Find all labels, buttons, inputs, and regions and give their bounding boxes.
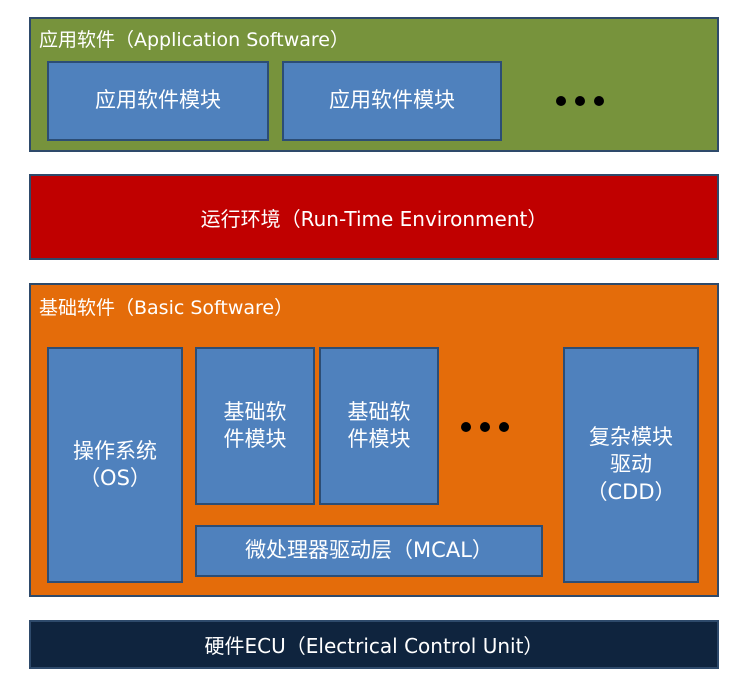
rte-layer: 运行环境（Run-Time Environment） xyxy=(29,174,719,260)
application-module-1: 应用软件模块 xyxy=(47,61,269,141)
hardware-ecu-title: 硬件ECU（Electrical Control Unit） xyxy=(204,634,544,658)
basic-module-2-label: 基础软 件模块 xyxy=(347,400,411,452)
mcal-module-label: 微处理器驱动层（MCAL） xyxy=(245,538,493,563)
mcal-module: 微处理器驱动层（MCAL） xyxy=(195,525,543,577)
cdd-module: 复杂模块 驱动 （CDD） xyxy=(563,347,699,583)
basic-software-title: 基础软件（Basic Software） xyxy=(39,297,294,319)
basic-software-layer: 基础软件（Basic Software） 操作系统 （OS） 基础软 件模块 基… xyxy=(29,283,719,597)
basic-more-dots xyxy=(461,422,509,432)
application-module-2-label: 应用软件模块 xyxy=(329,88,455,113)
basic-module-1-label: 基础软 件模块 xyxy=(223,400,287,452)
application-more-dots xyxy=(556,96,604,106)
cdd-module-label: 复杂模块 驱动 （CDD） xyxy=(586,425,676,504)
application-module-1-label: 应用软件模块 xyxy=(95,88,221,113)
os-module-label: 操作系统 （OS） xyxy=(73,438,157,490)
os-module: 操作系统 （OS） xyxy=(47,347,183,583)
application-module-2: 应用软件模块 xyxy=(282,61,502,141)
basic-module-1: 基础软 件模块 xyxy=(195,347,315,505)
application-software-layer: 应用软件（Application Software） 应用软件模块 应用软件模块 xyxy=(29,17,719,152)
rte-title: 运行环境（Run-Time Environment） xyxy=(200,206,548,231)
basic-module-2: 基础软 件模块 xyxy=(319,347,439,505)
application-software-title: 应用软件（Application Software） xyxy=(39,29,349,51)
hardware-ecu-layer: 硬件ECU（Electrical Control Unit） xyxy=(29,620,719,669)
